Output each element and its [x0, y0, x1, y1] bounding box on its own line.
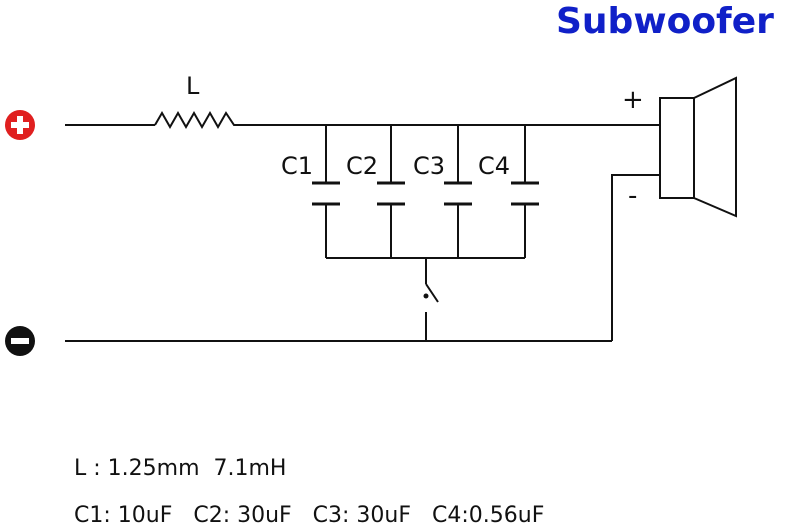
capacitor-c1: C1 — [281, 125, 340, 258]
black-minus-circle-icon — [5, 326, 35, 356]
capacitor-c2: C2 — [346, 125, 405, 258]
negative-wire-to-speaker — [611, 174, 660, 341]
capacitor-label-c2: C2 — [346, 152, 378, 180]
selector-switch — [423, 258, 439, 341]
inductor-label: L — [186, 72, 200, 100]
capacitor-c3: C3 — [413, 125, 472, 258]
speaker-minus-label: - — [628, 181, 637, 211]
diagram-title: Subwoofer — [556, 1, 774, 42]
capacitor-label-c1: C1 — [281, 152, 313, 180]
speaker-icon — [659, 76, 737, 218]
inductor-symbol — [154, 110, 240, 130]
speaker-plus-label: + — [622, 85, 644, 115]
red-plus-circle-icon — [5, 110, 35, 140]
capacitor-label-c4: C4 — [478, 152, 510, 180]
capacitor-c4: C4 — [478, 125, 539, 258]
capacitor-label-c3: C3 — [413, 152, 445, 180]
inductor-spec: L : 1.25mm 7.1mH — [74, 456, 287, 481]
capacitor-specs: C1: 10uF C2: 30uF C3: 30uF C4:0.56uF — [74, 503, 545, 528]
